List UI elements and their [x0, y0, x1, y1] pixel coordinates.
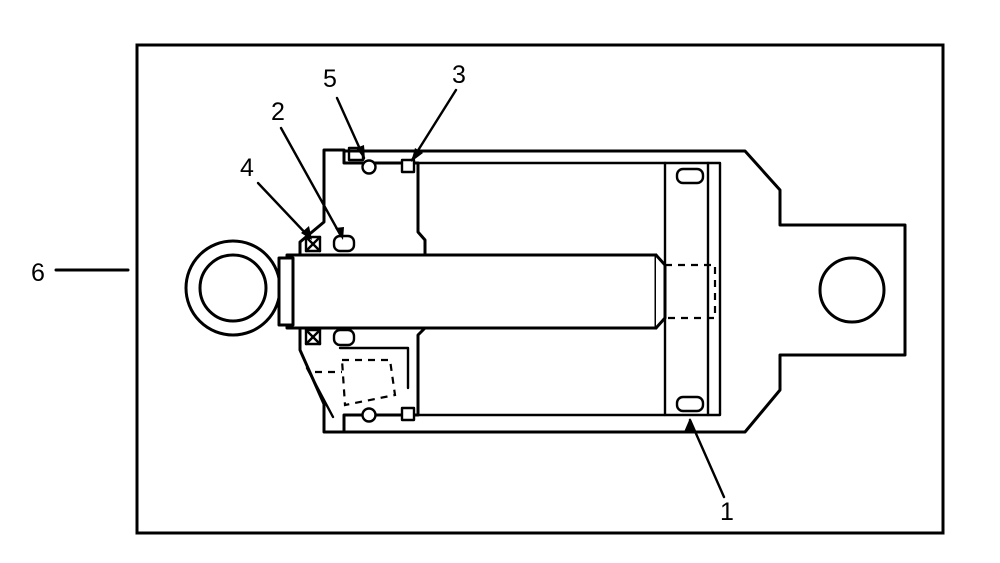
rod-taper [654, 253, 667, 330]
rod-wiper-bottom [304, 328, 322, 346]
rod-eye-hole [198, 253, 268, 323]
static-seal-top [400, 158, 416, 174]
rod-seal-top [332, 234, 356, 253]
callout-label-2: 2 [271, 98, 285, 126]
rod-wiper-top [304, 235, 322, 253]
callout-label-3: 3 [452, 61, 466, 89]
rod-eye-neck [277, 256, 295, 327]
rod-seal-bottom [332, 328, 356, 347]
oil-port [305, 346, 410, 419]
piston-seal-bottom [675, 395, 705, 413]
piston-rod [285, 253, 658, 330]
callout-label-4: 4 [240, 154, 254, 182]
head-o-ring-top [361, 159, 377, 175]
callout-label-5: 5 [323, 65, 337, 93]
static-seal-bottom [400, 406, 416, 422]
clevis-mount-hole [818, 256, 886, 324]
leader-lines [54, 88, 726, 499]
callout-label-1: 1 [720, 498, 734, 526]
callout-label-6: 6 [31, 259, 45, 287]
head-o-ring-bottom [361, 407, 377, 423]
piston-seal-top [675, 167, 705, 185]
